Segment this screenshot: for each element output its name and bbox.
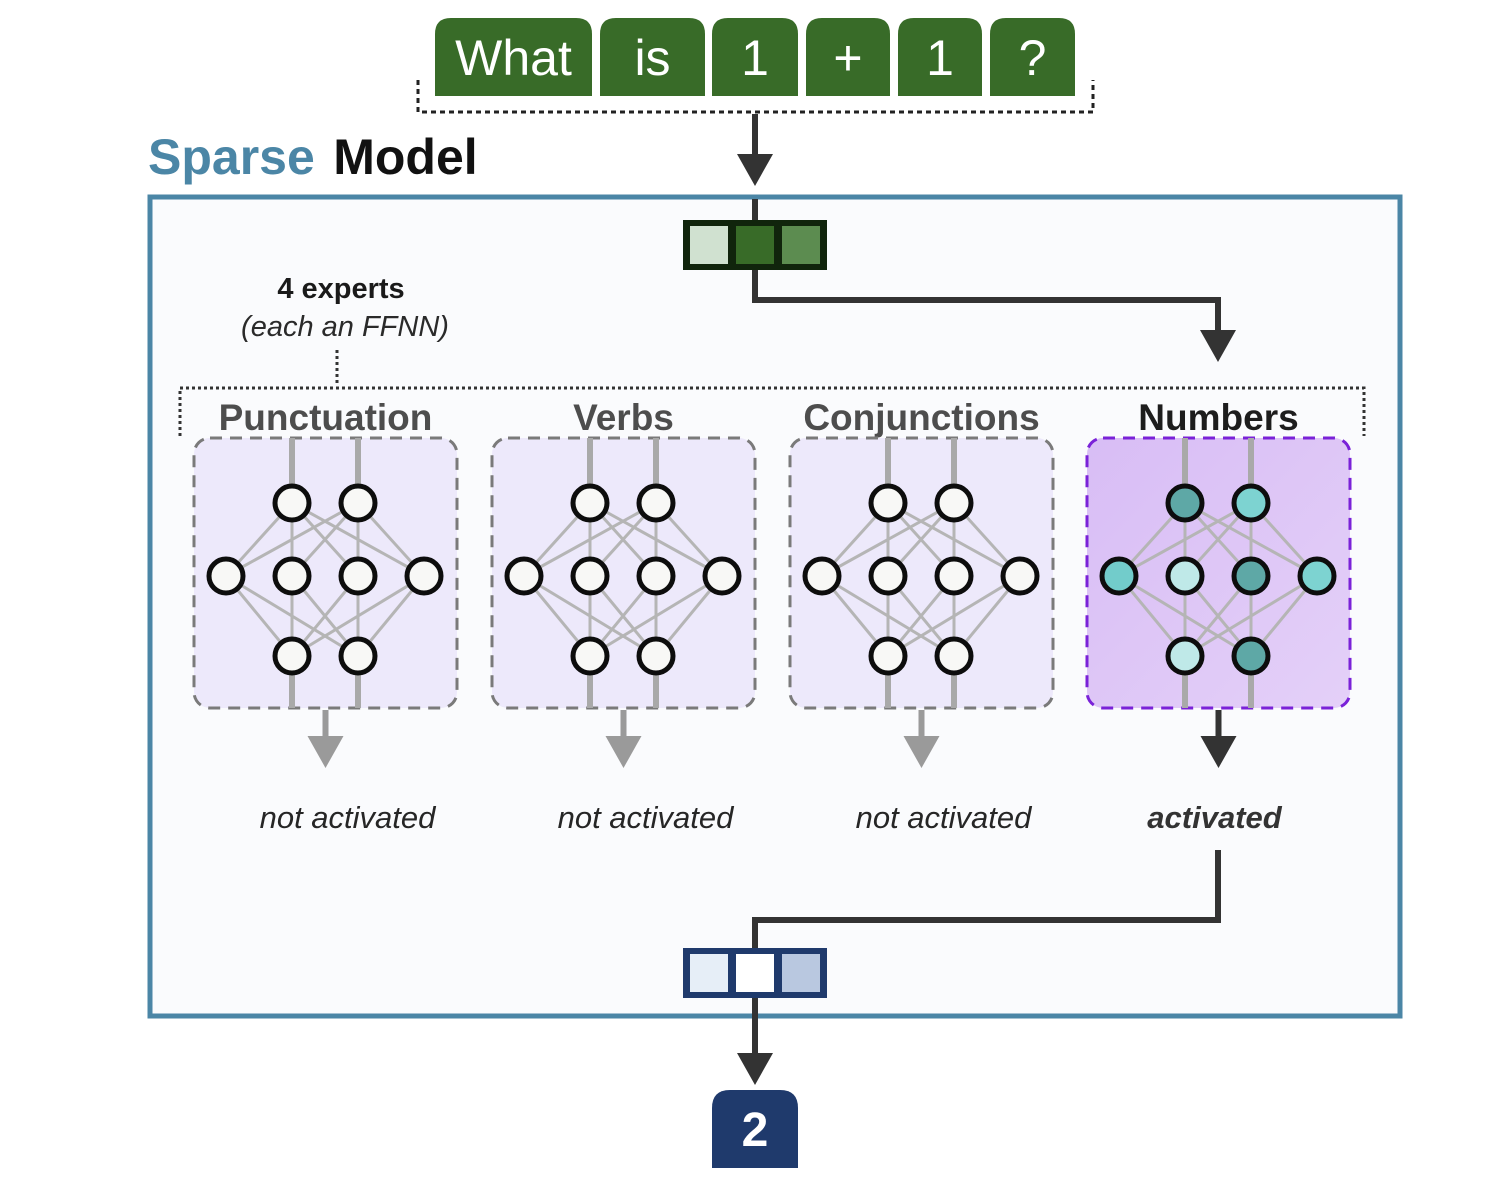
- neuron-node: [934, 556, 974, 596]
- vector-cell: [782, 954, 820, 992]
- expert-box: [1085, 436, 1352, 710]
- expert-numbers: Numbers activated: [1085, 397, 1352, 835]
- input-token-text: is: [634, 30, 670, 86]
- neuron-node: [934, 636, 974, 676]
- vector-cell: [690, 226, 728, 264]
- output-vector: [683, 948, 827, 998]
- input-token: 1: [712, 18, 798, 96]
- expert-output-arrow: [1200, 710, 1237, 768]
- expert-conjunctions: Conjunctions not activated: [788, 397, 1055, 835]
- neuron-node: [1099, 556, 1139, 596]
- neuron-node: [702, 556, 742, 596]
- expert-status: activated: [1147, 800, 1282, 835]
- input-token: What: [435, 18, 592, 96]
- neuron-node: [868, 636, 908, 676]
- vector-cell: [736, 954, 774, 992]
- router-path: [752, 270, 1236, 362]
- model-title: Sparse Model: [148, 129, 478, 185]
- expert-verbs: Verbs not activated: [490, 397, 757, 835]
- expert-box: [192, 436, 459, 710]
- input-bracket: [416, 80, 1095, 114]
- experts-bracket: [178, 386, 1366, 436]
- neuron-node: [1165, 636, 1205, 676]
- expert-output-arrow: [605, 710, 642, 768]
- neuron-node: [802, 556, 842, 596]
- neuron-node: [570, 483, 610, 523]
- neuron-node: [868, 556, 908, 596]
- neuron-node: [868, 483, 908, 523]
- neuron-node: [636, 483, 676, 523]
- neuron-node: [934, 483, 974, 523]
- expert-name: Verbs: [573, 397, 674, 438]
- neuron-node: [272, 556, 312, 596]
- experts-sub-label: (each an FFNN): [241, 311, 449, 343]
- vector-cell: [782, 226, 820, 264]
- neuron-node: [636, 556, 676, 596]
- router-vector: [683, 220, 827, 270]
- neuron-node: [338, 636, 378, 676]
- input-token: +: [806, 18, 890, 96]
- input-token: 1: [898, 18, 982, 96]
- neuron-node: [1165, 483, 1205, 523]
- input-token-text: ?: [1019, 30, 1047, 86]
- neuron-node: [206, 556, 246, 596]
- expert-name: Conjunctions: [803, 397, 1039, 438]
- expert-output-arrow: [903, 710, 940, 768]
- input-token: ?: [990, 18, 1075, 96]
- neuron-node: [338, 556, 378, 596]
- input-arrow: [737, 114, 773, 186]
- neuron-node: [1165, 556, 1205, 596]
- expert-status: not activated: [260, 800, 438, 835]
- input-token-text: What: [455, 30, 572, 86]
- neuron-node: [1231, 636, 1271, 676]
- neuron-node: [338, 483, 378, 523]
- expert-status: not activated: [856, 800, 1034, 835]
- expert-status: not activated: [558, 800, 736, 835]
- neuron-node: [1231, 483, 1271, 523]
- expert-punctuation: Punctuation not activated: [192, 397, 459, 835]
- expert-output-arrow: [307, 710, 344, 768]
- experts-count-label: 4 experts: [277, 273, 404, 305]
- neuron-node: [636, 636, 676, 676]
- output-token-text: 2: [742, 1104, 769, 1157]
- neuron-node: [1297, 556, 1337, 596]
- neuron-node: [1000, 556, 1040, 596]
- expert-box: [490, 436, 757, 710]
- output-path: [752, 850, 1221, 950]
- vector-cell: [736, 226, 774, 264]
- neuron-node: [570, 636, 610, 676]
- experts-group: Punctuation not activated Verbs not activat…: [192, 397, 1352, 835]
- neuron-node: [272, 483, 312, 523]
- title-model: Model: [333, 129, 477, 185]
- neuron-node: [570, 556, 610, 596]
- input-token: is: [600, 18, 705, 96]
- input-tokens: What is 1 +1?: [435, 18, 1075, 96]
- neuron-node: [272, 636, 312, 676]
- vector-cell: [690, 954, 728, 992]
- expert-box: [788, 436, 1055, 710]
- neuron-node: [504, 556, 544, 596]
- input-token-text: 1: [741, 30, 769, 86]
- input-token-text: +: [833, 30, 862, 86]
- output-token: 2: [712, 1090, 798, 1168]
- expert-name: Numbers: [1138, 397, 1298, 438]
- expert-name: Punctuation: [219, 397, 433, 438]
- input-token-text: 1: [926, 30, 954, 86]
- title-sparse: Sparse: [148, 129, 315, 185]
- neuron-node: [1231, 556, 1271, 596]
- neuron-node: [404, 556, 444, 596]
- output-arrow: [737, 998, 773, 1085]
